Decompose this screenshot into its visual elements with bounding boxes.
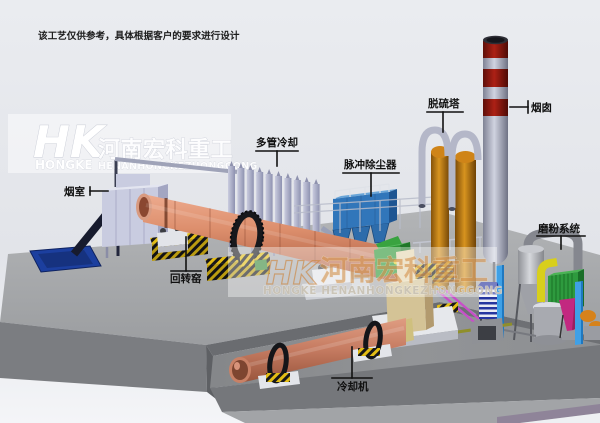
label-pulse-dust-collector: 脉冲除尘器 — [343, 158, 397, 171]
rotary-kiln — [136, 193, 412, 286]
watermark-center-brand-cn: 河南宏科重工 — [320, 254, 488, 287]
tower-pipe-arc-2 — [448, 130, 482, 208]
corner-sliver — [520, 413, 600, 423]
yellow-pipe — [537, 258, 558, 302]
kiln-head-green-machine — [374, 245, 402, 278]
tower-pipe-arc-1 — [418, 126, 452, 205]
desulfurization-towers — [412, 126, 483, 323]
label-multi-tube-cooler: 多管冷却 — [256, 136, 298, 149]
platform-front-face — [0, 322, 207, 392]
grinding-system — [443, 227, 600, 345]
lower-edge-band — [497, 404, 600, 423]
watermark-center-logo: HK — [266, 254, 320, 292]
label-grinding-system: 磨粉系统 — [537, 222, 580, 235]
label-smoke-chamber: 烟室 — [64, 185, 85, 198]
label-rotary-kiln: 回转窑 — [170, 272, 202, 285]
cooling-machine — [229, 318, 414, 389]
watermark-center-line-en: HONGKE HENANHONGKEZHONGGONG — [263, 285, 503, 297]
striped-tower — [479, 287, 497, 319]
watermark-center: HK 河南宏科重工 HONGKE HENANHONGKEZHONGGONG — [228, 247, 503, 297]
lower-front-face — [210, 345, 600, 412]
label-desulfurization-tower: 脱硫塔 — [428, 97, 460, 110]
grinding-duct — [523, 227, 583, 280]
labels: 该工艺仅供参考，具体根据客户的要求进行设计 烟室 多管冷却 脉冲除尘器 脱硫塔 … — [38, 30, 586, 393]
disclaimer-text: 该工艺仅供参考，具体根据客户的要求进行设计 — [38, 30, 240, 42]
watermark-left-brand-en: HONGKE — [35, 158, 93, 172]
watermark-left-logo: HK — [33, 117, 107, 168]
mill-base — [534, 307, 564, 340]
watermark-left: HK HONGKE 河南宏科重工 HENANHONGKEZHONGGONG — [8, 114, 258, 173]
label-cooling-machine: 冷却机 — [337, 380, 369, 393]
label-chimney: 烟囱 — [531, 101, 552, 114]
